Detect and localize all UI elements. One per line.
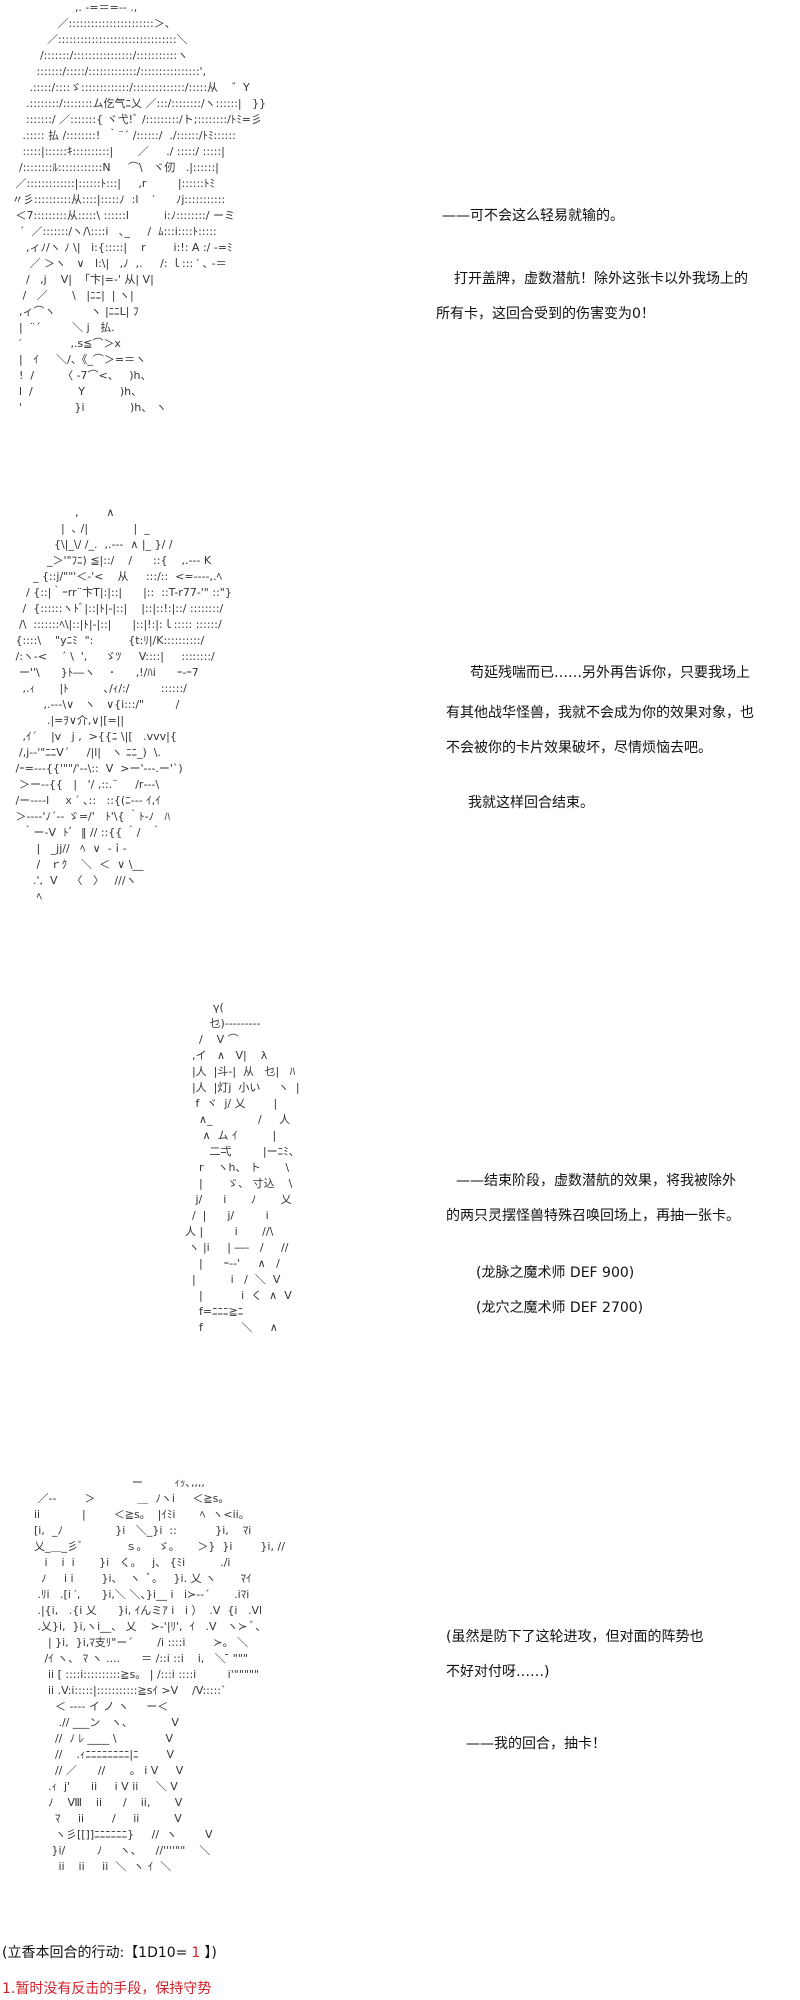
ascii-art-panel-4: ー ｨｯ､,,,, ／-‐ ＞ ＿ ﾉヽi ＜≧s。 ii | ＜≧s。 |ｲﾐ… bbox=[33, 1476, 285, 1873]
dice-suffix: 】) bbox=[204, 1945, 217, 1961]
ascii-art-panel-2: , ∧ | ､ /| | _ {\|_\/ /_. ,.‐‐‐ ∧ |_ }/ … bbox=[15, 506, 232, 903]
dialogue-line: 不好对付呀……) bbox=[446, 1664, 550, 1680]
dialogue-line: (龙穴之魔术师 DEF 2700) bbox=[476, 1300, 644, 1316]
option-1: 1.暂时没有反击的手段，保持守势 bbox=[2, 1981, 212, 1997]
dialogue-line: ——我的回合，抽卡！ bbox=[466, 1736, 606, 1752]
dialogue-line: 所有卡，这回合受到的伤害变为0！ bbox=[436, 306, 655, 322]
dialogue-line: 苟延残喘而已……另外再告诉你，只要我场上 bbox=[470, 665, 750, 681]
dice-prefix: (立香本回合的行动:【1D10= bbox=[2, 1945, 188, 1961]
dialogue-line: 打开盖牌，虚数潜航！除外这张卡以外我场上的 bbox=[454, 271, 748, 287]
dialogue-line: 不会被你的卡片效果破坏，尽情烦恼去吧。 bbox=[446, 740, 712, 756]
dice-result: 1 bbox=[191, 1945, 201, 1961]
dialogue-line: (龙脉之魔术师 DEF 900) bbox=[476, 1265, 635, 1281]
ascii-art-panel-3: γ( 乜)‐‐‐‐‐‐‐‐‐ / V ⌒ ,イ ∧ V| λ |人 |斗-| 从… bbox=[184, 1001, 300, 1334]
dialogue-line: ——可不会这么轻易就输的。 bbox=[442, 208, 624, 224]
ascii-art-panel-1: ,. -=＝=‐- ., ／:::::::::::::::::::::::＞、 … bbox=[12, 1, 267, 414]
dialogue-line: ——结束阶段，虚数潜航的效果，将我被除外 bbox=[456, 1173, 736, 1189]
dialogue-line: 我就这样回合结束。 bbox=[468, 795, 594, 811]
dice-roll-line: (立香本回合的行动:【1D10=1】) bbox=[2, 1942, 217, 1962]
dialogue-line: 有其他战华怪兽，我就不会成为你的效果对象，也 bbox=[446, 705, 754, 721]
dialogue-line: (虽然是防下了这轮进攻，但对面的阵势也 bbox=[446, 1629, 704, 1645]
dialogue-line: 的两只灵摆怪兽特殊召唤回场上，再抽一张卡。 bbox=[446, 1208, 740, 1224]
